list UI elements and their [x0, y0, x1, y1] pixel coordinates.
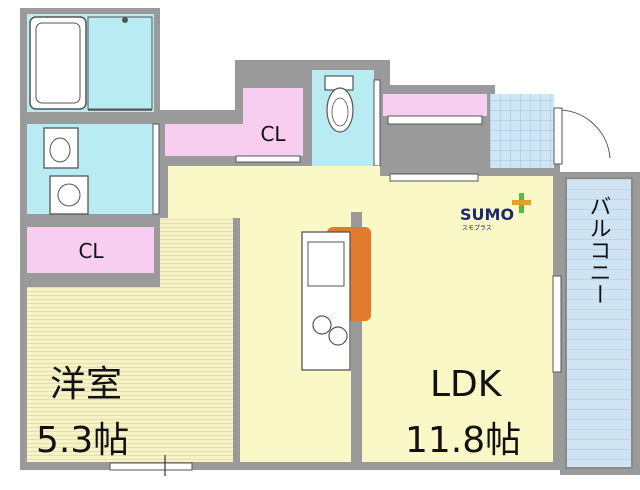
balcony: バルコニー	[565, 177, 633, 469]
sumo-logo: SUMO スモプラス	[460, 193, 531, 232]
western-room-size: 5.3帖	[36, 420, 129, 461]
kitchen-counter	[301, 227, 371, 371]
closet-left: CL	[27, 227, 154, 273]
balcony-label: バルコニー	[586, 195, 611, 305]
closet-top: CL	[165, 88, 303, 163]
logo-brand: SUMO	[460, 205, 514, 224]
ldk-name: LDK	[430, 364, 503, 405]
washroom	[27, 123, 160, 215]
western-room-name: 洋室	[50, 364, 122, 405]
logo-sub: スモプラス	[462, 225, 492, 232]
storage-strip	[383, 94, 487, 125]
western-room: 洋室 5.3帖	[27, 218, 233, 476]
closet-left-label: CL	[78, 239, 104, 263]
ldk-size: 11.8帖	[405, 420, 521, 461]
toilet-room	[312, 70, 381, 167]
bathroom	[27, 14, 154, 112]
closet-top-label: CL	[260, 122, 286, 146]
entrance	[490, 94, 611, 168]
ldk-room: LDK 11.8帖	[168, 166, 562, 462]
